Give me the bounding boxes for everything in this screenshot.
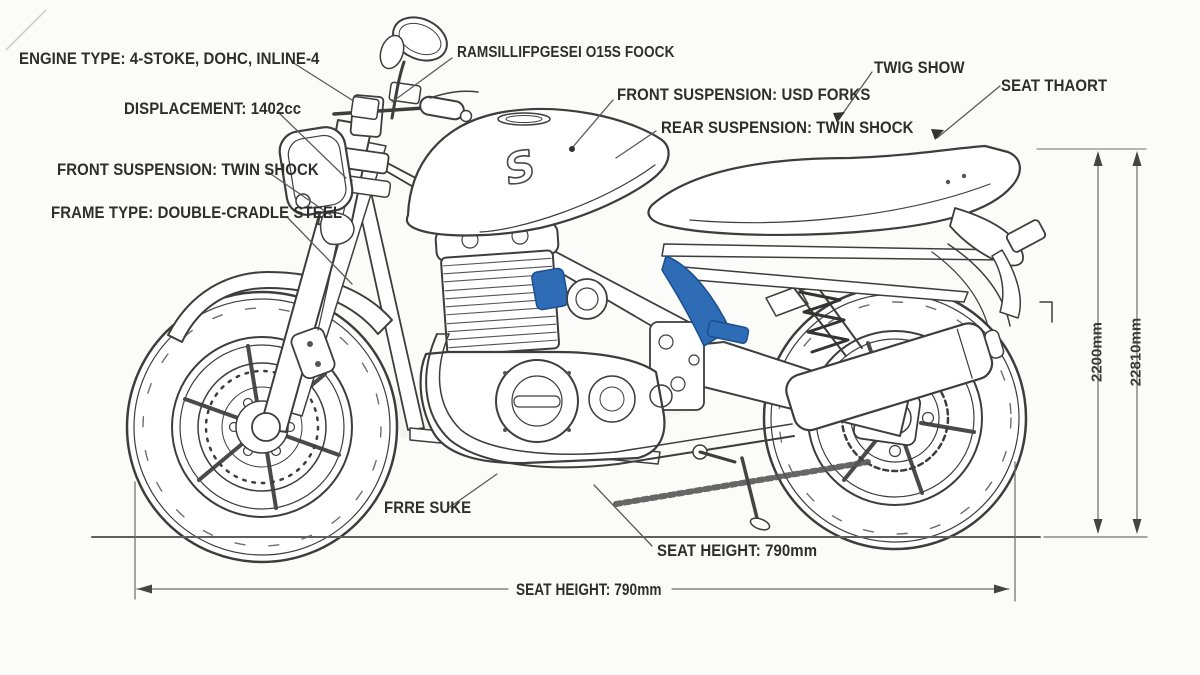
chain (613, 459, 871, 507)
callout-twig-show: TWIG SHOW (874, 58, 965, 77)
dimension-label-height-inner: 2200mm (1088, 321, 1106, 383)
fuel-cap (497, 112, 551, 126)
callout-front-suspension-twin: FRONT SUSPENSION: TWIN SHOCK (57, 160, 319, 179)
dimension-lines (91, 148, 1148, 602)
dimension-label-length: SEAT HEIGHT: 790mm (516, 580, 662, 599)
callout-handlebar-garbled: RAMSILLIFPGESEI O15S FOOCK (457, 44, 675, 61)
mirror (379, 16, 448, 120)
callout-seat-height: SEAT HEIGHT: 790mm (657, 541, 818, 560)
carburetor-blue (531, 267, 569, 311)
muffler (785, 322, 1005, 432)
callout-frame-type: FRAME TYPE: DOUBLE-CRADLE STEEL (51, 203, 343, 222)
turn-signal (319, 212, 355, 246)
callout-displacement: DISPLACEMENT: 1402cc (124, 99, 302, 118)
callout-seat-thaort: SEAT THAORT (1001, 76, 1108, 95)
handlebar (332, 81, 479, 123)
frame-blue-panel (661, 255, 750, 347)
callout-rear-suspension-twin: REAR SUSPENSION: TWIN SHOCK (661, 118, 914, 137)
brake-disc (197, 362, 327, 492)
seat (647, 144, 1021, 237)
callout-engine-type: ENGINE TYPE: 4-STOKE, DOHC, INLINE-4 (19, 49, 320, 68)
tail-section (931, 207, 1053, 327)
fuel-tank: S (405, 107, 670, 237)
leader-lines (267, 57, 1001, 547)
brake-caliper (290, 326, 336, 380)
side-stand (692, 444, 771, 531)
callout-exhaust-garbled: FRRE SUKE (384, 498, 472, 517)
taillight (1005, 219, 1047, 253)
dimension-label-height-outer: 22810mm (1127, 317, 1145, 387)
callout-front-suspension-usd: FRONT SUSPENSION: USD FORKS (617, 85, 871, 104)
